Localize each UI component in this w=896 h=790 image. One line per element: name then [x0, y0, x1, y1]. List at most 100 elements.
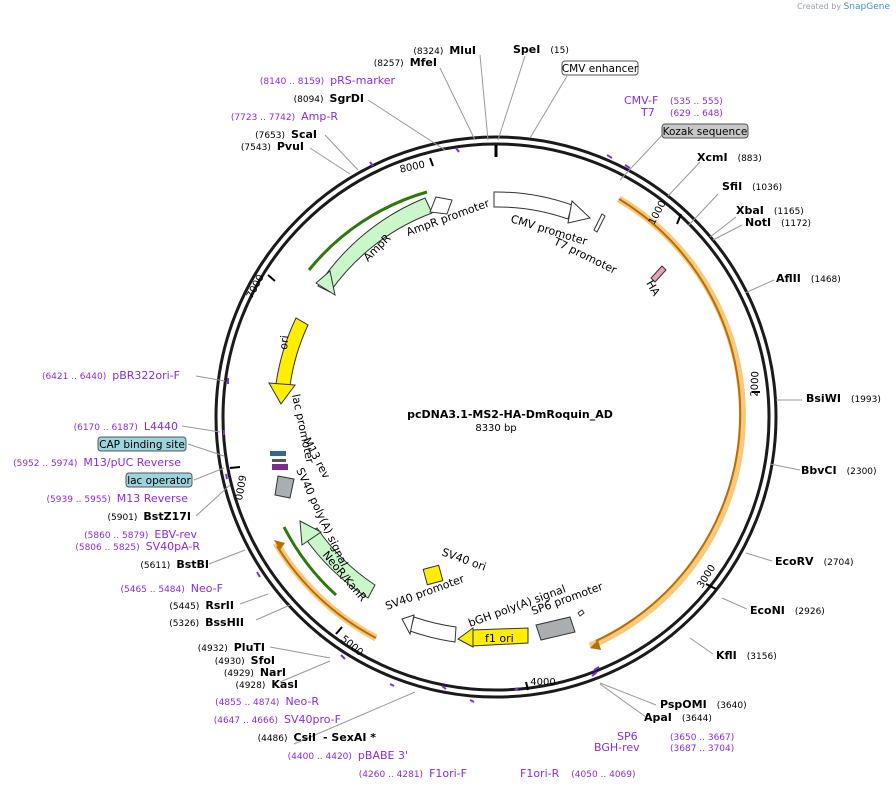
- enzyme-position: (8094): [294, 95, 324, 105]
- primer-pbabe-mark: [469, 699, 475, 703]
- bgh-polya-box[interactable]: [535, 616, 576, 641]
- primer-label-pbabe-3-[interactable]: pBABE 3': [358, 749, 408, 762]
- boxed-label-text: Kozak sequence: [663, 126, 748, 138]
- ampr-orf-line: [307, 190, 428, 271]
- m13-rev-box[interactable]: [272, 464, 288, 470]
- box-lac-operator[interactable]: [125, 472, 193, 488]
- neor-feature[interactable]: [302, 527, 376, 599]
- primer-label-sv40pro-f[interactable]: SV40pro-F: [284, 713, 341, 726]
- enzyme-label-xbai[interactable]: XbaI: [736, 204, 764, 217]
- enzyme-position: (4486): [258, 734, 288, 744]
- cap-binding-site-box[interactable]: [270, 451, 286, 456]
- primer-label-ebv-rev[interactable]: EBV-rev: [154, 528, 197, 541]
- enzyme-position: (7653): [255, 131, 285, 141]
- enzyme-label-econi[interactable]: EcoNI: [750, 604, 785, 617]
- box-cap-binding-site[interactable]: [97, 436, 187, 452]
- primer-neo-f-mark: [256, 571, 261, 578]
- enzyme-label-csii[interactable]: CsiI: [294, 731, 316, 744]
- primer-position: (4260 .. 4281): [359, 770, 423, 780]
- enzyme-label-pvui[interactable]: PvuI: [277, 140, 304, 153]
- snapgene-logo: SnapGene: [843, 2, 890, 12]
- primer-label-m13-puc-reverse[interactable]: M13/pUC Reverse: [83, 456, 181, 469]
- enzyme-label-kfli[interactable]: KflI: [716, 649, 737, 662]
- primer-label-sv40pa-r[interactable]: SV40pA-R: [146, 540, 201, 553]
- cmv-promoter-feature[interactable]: [493, 191, 573, 220]
- f1-ori-arrowhead: [457, 627, 474, 648]
- box-kozak-sequence[interactable]: [661, 123, 749, 139]
- enzyme-label-rsrii[interactable]: RsrII: [205, 599, 234, 612]
- primer-label-f1ori-r[interactable]: F1ori-R: [520, 767, 560, 780]
- primer-label-m13-reverse[interactable]: M13 Reverse: [117, 492, 188, 505]
- ha-tag-feature[interactable]: [650, 265, 667, 283]
- enzyme-label-noti[interactable]: NotI: [745, 216, 771, 229]
- enzyme-position: (4932): [198, 644, 228, 654]
- primer-label-neo-f[interactable]: Neo-F: [191, 582, 223, 595]
- ampr-promoter-arrow[interactable]: [429, 196, 453, 215]
- enzyme-label-spei[interactable]: SpeI: [513, 43, 540, 56]
- primer-label-neo-r[interactable]: Neo-R: [285, 695, 319, 708]
- neo-orf-arc: [276, 545, 377, 639]
- box-cmv-enhancer[interactable]: [561, 60, 639, 76]
- orf-arrowhead: [590, 640, 601, 650]
- feature-label-ha[interactable]: HA: [643, 278, 662, 299]
- primer-label-l4440[interactable]: L4440: [144, 420, 178, 433]
- primer-label-sp6[interactable]: SP6: [617, 730, 638, 743]
- enzyme-position: (3156): [747, 652, 777, 662]
- enzyme-label-pspomi[interactable]: PspOMI: [660, 698, 707, 711]
- ampr-arrowhead: [315, 270, 336, 297]
- enzyme-label-sfii[interactable]: SfiI: [722, 180, 742, 193]
- enzyme-label-mfei[interactable]: MfeI: [410, 56, 437, 69]
- snapgene-credit: Created by SnapGene: [797, 2, 890, 12]
- enzyme-position: (883): [738, 154, 762, 164]
- enzyme-label-mlui[interactable]: MluI: [449, 44, 476, 57]
- enzyme-position: (1468): [811, 275, 841, 285]
- primer-label-amp-r[interactable]: Amp-R: [301, 110, 338, 123]
- enzyme-label-aflii[interactable]: AflII: [776, 272, 801, 285]
- enzyme-label-pluti[interactable]: PluTI: [234, 641, 265, 654]
- enzyme-label-kasi[interactable]: KasI: [271, 678, 298, 691]
- feature-label-ampr-promoter[interactable]: AmpR promoter: [405, 197, 492, 239]
- primer-label-cmv-f[interactable]: CMV-F: [624, 94, 658, 107]
- enzyme-label-sfoi[interactable]: SfoI: [251, 654, 275, 667]
- enzyme-label-bstbi[interactable]: BstBI: [176, 558, 209, 571]
- enzyme-label-bsshii[interactable]: BssHII: [205, 616, 244, 629]
- feature-label-sv40-ori[interactable]: SV40 ori: [440, 546, 488, 574]
- feature-label-ampr[interactable]: AmpR: [361, 231, 394, 264]
- enzyme-position: (8324): [413, 47, 443, 57]
- enzyme-label-bsiwi[interactable]: BsiWI: [806, 392, 841, 405]
- primer-position: (4855 .. 4874): [215, 698, 279, 708]
- enzyme-label-ecorv[interactable]: EcoRV: [775, 555, 814, 568]
- primer-position: (5465 .. 5484): [120, 585, 184, 595]
- feature-label-sv40-promoter[interactable]: SV40 promoter: [384, 572, 467, 613]
- enzyme-position: (1036): [752, 183, 782, 193]
- enzyme-position: (4928): [235, 681, 265, 691]
- neo-orf-arrowhead: [274, 540, 285, 550]
- primer-label-bgh-rev[interactable]: BGH-rev: [594, 741, 640, 754]
- enzyme-label-apai[interactable]: ApaI: [644, 711, 672, 724]
- ampr-feature[interactable]: [317, 197, 433, 293]
- sp6-promoter-arrow[interactable]: [577, 609, 585, 617]
- lac-promoter-box[interactable]: [272, 459, 286, 462]
- enzyme-position: (2704): [824, 558, 854, 568]
- enzyme-label-sgrdi[interactable]: SgrDI: [330, 92, 364, 105]
- t7-promoter-arrow[interactable]: [593, 213, 606, 233]
- sv40-promoter-feature[interactable]: [409, 616, 457, 643]
- enzyme-label-xcmi[interactable]: XcmI: [697, 151, 728, 164]
- enzyme-position: (1993): [851, 395, 881, 405]
- primer-label-pbr322ori-f[interactable]: pBR322ori-F: [112, 369, 180, 382]
- feature-label-cmv-promoter[interactable]: CMV promoter: [509, 212, 589, 248]
- enzyme-label-scai[interactable]: ScaI: [291, 128, 317, 141]
- sv40-ori-box[interactable]: [422, 564, 444, 586]
- enzyme-label-bbvci[interactable]: BbvCI: [801, 464, 837, 477]
- primer-label-f1ori-f[interactable]: F1ori-F: [429, 767, 467, 780]
- feature-label-ori[interactable]: ori: [277, 335, 291, 351]
- primer-label-t7[interactable]: T7: [640, 106, 655, 119]
- enzyme-label-nari[interactable]: NarI: [260, 666, 286, 679]
- enzyme-label-sexai[interactable]: - SexAI *: [323, 731, 376, 744]
- feature-label-sv40-poly-a-signal[interactable]: SV40 poly(A) signal: [293, 466, 350, 569]
- tick-label: 6000: [232, 474, 247, 501]
- sv40-polya-box[interactable]: [274, 475, 295, 499]
- feature-label-f1-ori[interactable]: f1 ori: [485, 632, 514, 645]
- primer-label-prs-marker[interactable]: pRS-marker: [330, 74, 395, 87]
- enzyme-label-bstz17i[interactable]: BstZ17I: [143, 510, 191, 523]
